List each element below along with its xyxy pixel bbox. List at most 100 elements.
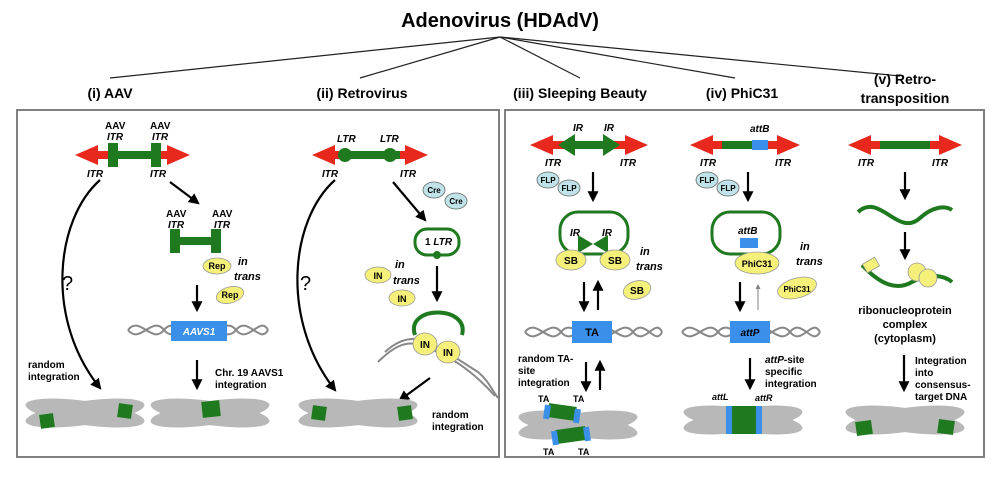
label-aav-right: AAV: [150, 121, 171, 132]
attb-site: [752, 140, 768, 150]
label-cre-1: Cre: [427, 186, 441, 195]
itr-arrow-left: [312, 145, 350, 165]
label-ta-bottom-left: TA: [543, 447, 555, 457]
heading-retrotransposition-1: (v) Retro-: [874, 71, 937, 87]
label-in: in: [640, 246, 650, 258]
label-attb-circle: attB: [738, 226, 757, 237]
label-sb-3: SB: [630, 286, 644, 297]
itr-arrow-left: [75, 145, 115, 165]
transgene-bar: [340, 151, 400, 159]
label-itr-left: ITR: [545, 158, 562, 169]
label-phic31-1: PhiC31: [742, 259, 773, 269]
label-ta: TA: [585, 327, 599, 339]
itr-arrow-left: [848, 135, 886, 155]
label-in-1: IN: [374, 271, 383, 281]
label-chr19-integration: integration: [215, 380, 267, 391]
rescued-bar: [170, 237, 220, 245]
label-integration: integration: [765, 379, 817, 390]
label-in-2: IN: [398, 294, 407, 304]
aav-itr-block-left: [108, 143, 118, 167]
label-integration: integration: [432, 422, 484, 433]
label-specific: specific: [765, 367, 803, 378]
chromosome-attp: [683, 405, 803, 435]
label-random: random: [28, 360, 65, 371]
flp-protein-2: [716, 179, 740, 197]
title-fan-lines: [109, 36, 901, 79]
label-cytoplasm: (cytoplasm): [874, 333, 936, 345]
ltr-right: [383, 148, 397, 162]
transposon-bar: [565, 141, 613, 149]
flp-protein-1: [695, 171, 719, 189]
chromosome-ta: [518, 403, 638, 446]
label-attp-site: attP-site: [765, 355, 805, 366]
flp-protein-2: [557, 179, 581, 197]
transgene-bar: [108, 151, 160, 159]
panel-aav: AAV ITR AAV ITR ITR ITR ? random integra…: [25, 121, 284, 429]
label-aav-itr-left: ITR: [107, 132, 124, 143]
rescued-block-right: [211, 229, 221, 253]
label-integration: integration: [518, 378, 570, 389]
ltr-left: [338, 148, 352, 162]
label-aav-itr-right: ITR: [152, 132, 169, 143]
label-itr-right: ITR: [620, 158, 637, 169]
label-rescued-itr-left: ITR: [168, 220, 185, 231]
panel-phic31: attB ITR ITR FLP FLP attB PhiC31 in tran…: [681, 124, 823, 435]
rna-transcript: [856, 204, 954, 226]
rnp-protein-2: [918, 268, 938, 288]
question-mark: ?: [62, 273, 73, 295]
label-rep-1: Rep: [208, 261, 226, 271]
ir-left: [558, 134, 575, 156]
label-phic31-2: PhiC31: [783, 285, 811, 294]
panel-retrovirus: LTR LTR ITR ITR ? Cre Cre 1 LTR IN IN in…: [296, 134, 499, 433]
label-in: in: [800, 241, 810, 253]
label-one-ltr: 1 LTR: [425, 237, 453, 248]
label-rescued-itr-right: ITR: [214, 220, 231, 231]
label-flp-1: FLP: [699, 176, 715, 185]
label-ta-top-right: TA: [573, 394, 585, 404]
label-ltr-right: LTR: [380, 134, 399, 145]
label-ir-circle-left: IR: [570, 228, 581, 239]
chromosome-random: [25, 398, 145, 429]
label-complex: complex: [883, 319, 929, 331]
label-cre-2: Cre: [449, 197, 463, 206]
rescued-block-left: [170, 229, 180, 253]
label-sb-2: SB: [608, 256, 622, 267]
heading-sleeping-beauty: (iii) Sleeping Beauty: [513, 85, 647, 101]
panel-sleeping-beauty: IR IR ITR ITR FLP FLP IR IR SB SB in tra…: [518, 123, 663, 457]
label-aavs1: AAVS1: [182, 327, 216, 338]
label-itr-right: ITR: [775, 158, 792, 169]
panel-retrotransposition: ITR ITR ribonucleoprotein complex (cytop…: [845, 135, 971, 437]
attb-circle-site: [740, 238, 758, 248]
rep-protein-2: [215, 286, 245, 304]
arrow-to-chromosome: [398, 377, 431, 402]
label-itr-left: ITR: [87, 169, 104, 180]
label-consensus: consensus-: [915, 380, 971, 391]
itr-arrow-right: [762, 135, 800, 155]
label-attr: attR: [755, 393, 773, 403]
label-ir-right: IR: [604, 123, 615, 134]
label-flp-2: FLP: [720, 184, 736, 193]
sb-protein-2: [599, 249, 631, 271]
question-mark: ?: [300, 273, 311, 295]
ir-junction-left: [578, 235, 593, 253]
transgene-bar: [880, 141, 930, 149]
label-itr-right: ITR: [150, 169, 167, 180]
panel-border-right: [504, 109, 985, 458]
label-site: site: [518, 366, 536, 377]
label-attb: attB: [750, 124, 769, 135]
heading-phic31: (iv) PhiC31: [706, 85, 779, 101]
label-into: into: [915, 368, 933, 379]
label-random: random: [432, 410, 469, 421]
sb-protein-1: [555, 249, 587, 271]
heading-retrotransposition-2: transposition: [861, 90, 950, 106]
label-ta-bottom-right: TA: [578, 447, 590, 457]
label-in-trans-trans: trans: [393, 275, 420, 287]
label-in-complex-2: IN: [443, 348, 453, 359]
integrase-complex-2: [435, 340, 461, 364]
heading-aav: (i) AAV: [87, 85, 133, 101]
preintegration-loop: [411, 310, 465, 336]
chromosome-random: [298, 398, 418, 428]
sb-protein-3: [622, 280, 652, 300]
itr-arrow-left: [530, 135, 568, 155]
phic31-protein-2: [777, 276, 817, 300]
